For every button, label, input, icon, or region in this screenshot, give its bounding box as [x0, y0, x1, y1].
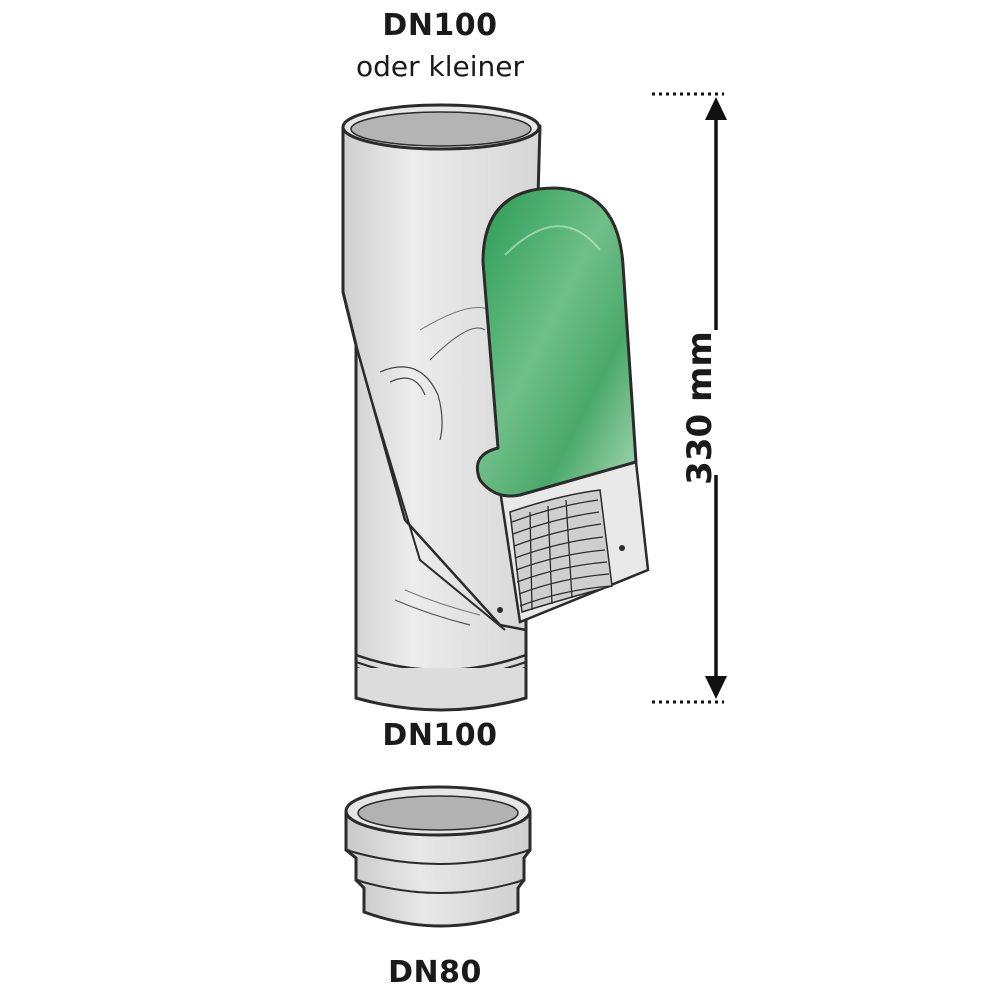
green-lid — [475, 186, 638, 498]
green-filter-flap — [475, 186, 650, 624]
strainer-grid — [509, 489, 613, 613]
pipe-top-opening-inner — [350, 111, 532, 147]
pipe-branch-edge — [341, 291, 527, 632]
adapter-ring — [344, 785, 532, 928]
pipe-outlet-size-label: DN100 — [382, 718, 498, 753]
arrow-up — [705, 97, 727, 120]
dimension-indicator — [652, 92, 727, 704]
height-dimension-text: 330 mm — [680, 331, 720, 485]
strainer-slots — [511, 499, 612, 611]
adapter-size-label: DN80 — [388, 955, 482, 990]
arrow-down — [705, 676, 727, 699]
top-pipe-size-label: DN100 — [382, 8, 498, 43]
adapter-top-opening-inner — [357, 795, 519, 831]
top-pipe-size-note: oder kleiner — [355, 50, 525, 83]
